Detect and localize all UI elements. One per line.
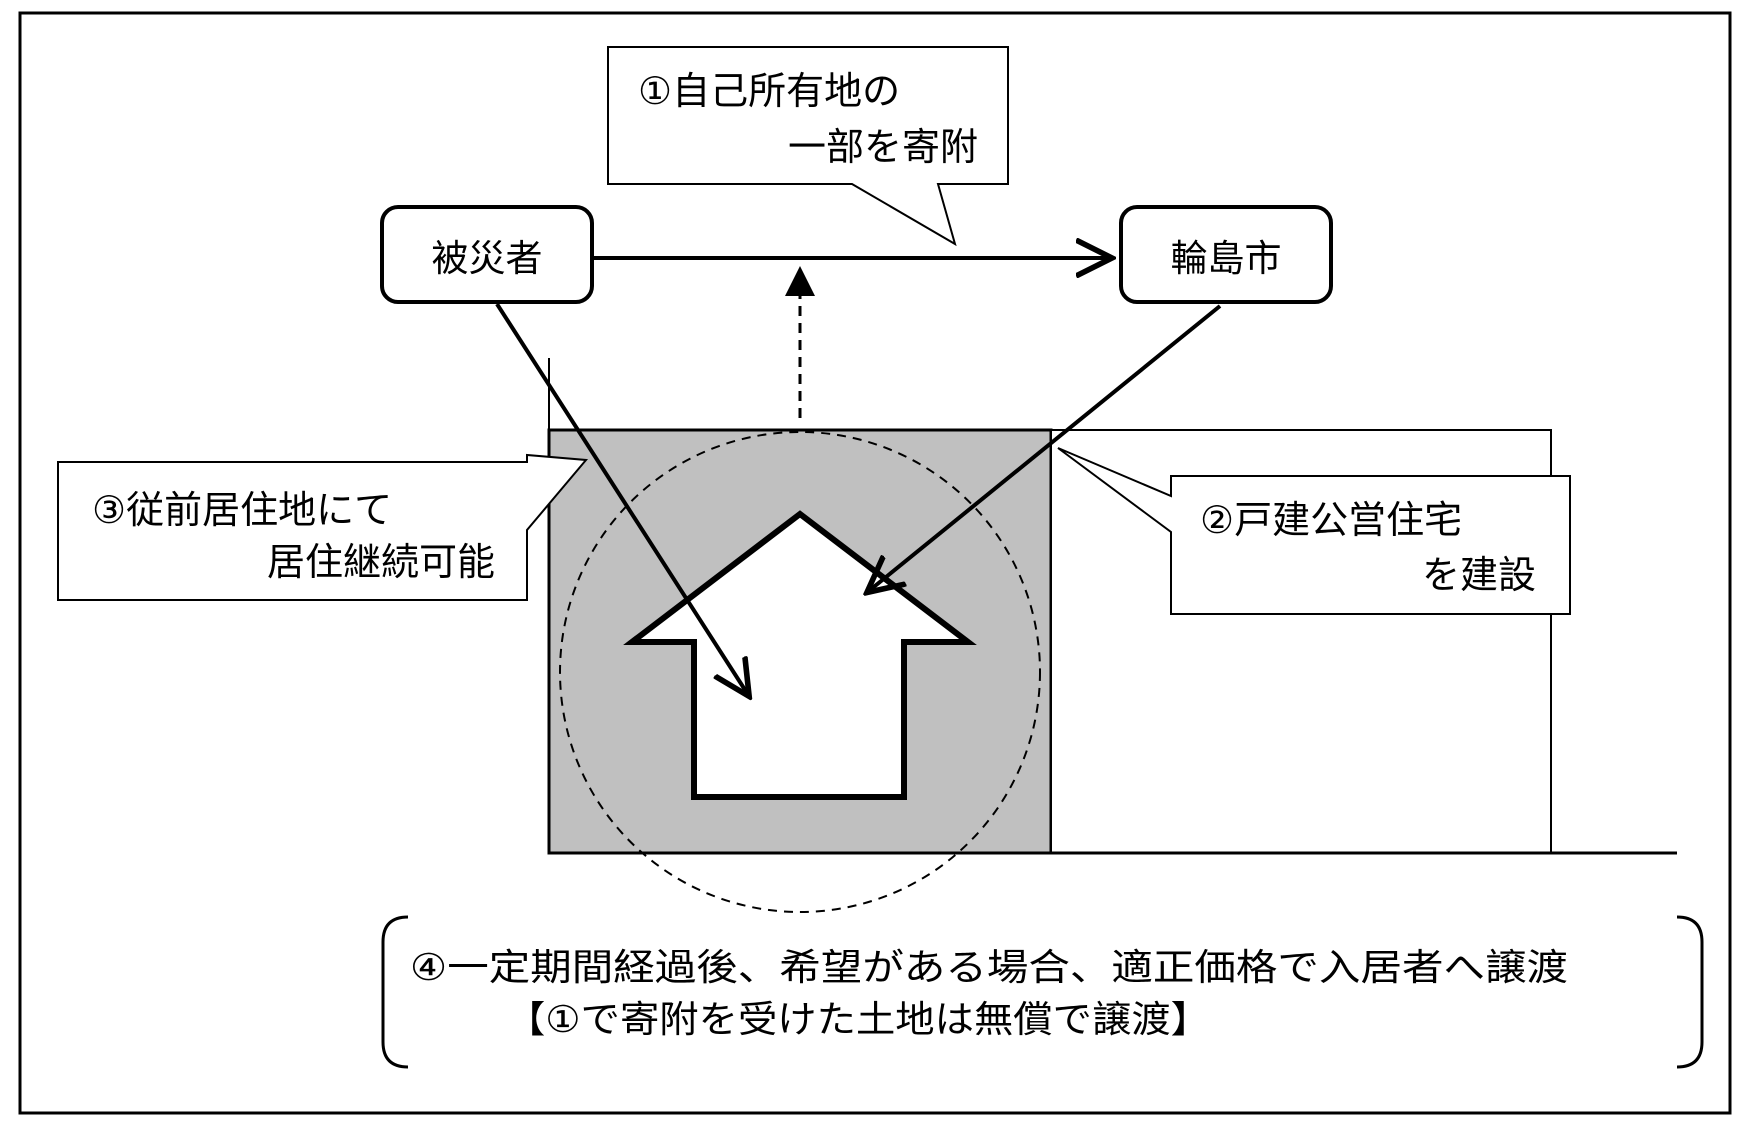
callout-build-line2: を建設 xyxy=(1422,553,1536,597)
callout-donation: ①自己所有地の 一部を寄附 xyxy=(607,46,1009,247)
callout-build: ②戸建公営住宅 を建設 xyxy=(1057,447,1571,615)
dashed-site-circle xyxy=(559,431,1041,913)
callout-donation-line2: 一部を寄附 xyxy=(788,125,978,169)
victim-to-house-arrow xyxy=(495,302,747,693)
city-node: 輪島市 xyxy=(1119,205,1333,304)
transfer-note-line2: 【①で寄附を受けた土地は無償で譲渡】 xyxy=(506,998,1210,1041)
right-bracket xyxy=(1676,915,1704,1069)
callout-build-line1: ②戸建公営住宅 xyxy=(1200,498,1462,542)
callout-continue-line1: ③従前居住地にて xyxy=(92,488,392,532)
left-bracket xyxy=(381,915,409,1069)
city-label: 輪島市 xyxy=(1171,237,1282,280)
callout-continue-line2: 居住継続可能 xyxy=(267,540,495,584)
transfer-note: ④一定期間経過後、希望がある場合、適正価格で入居者へ譲渡 【①で寄附を受けた土地… xyxy=(381,915,1704,1069)
city-to-house-arrow xyxy=(870,304,1222,590)
victim-node: 被災者 xyxy=(380,205,594,304)
victim-label: 被災者 xyxy=(432,237,543,280)
callout-continue: ③従前居住地にて 居住継続可能 xyxy=(57,453,589,601)
transfer-note-line1: ④一定期間経過後、希望がある場合、適正価格で入居者へ譲渡 xyxy=(410,946,1568,989)
callout-donation-line1: ①自己所有地の xyxy=(638,69,900,113)
